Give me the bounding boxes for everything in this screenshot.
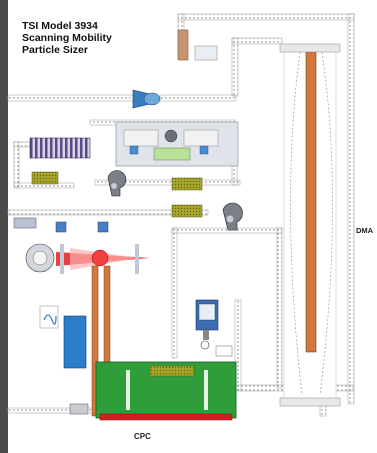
bypass-pipe — [7, 209, 209, 216]
fan-icon — [164, 129, 178, 143]
title-line-2: Scanning Mobility — [22, 32, 112, 44]
filter-left — [31, 171, 59, 185]
title-line-3: Particle Sizer — [22, 44, 88, 56]
saturator-block — [95, 361, 237, 421]
dma-center-rod — [305, 51, 317, 353]
left-border — [0, 0, 8, 453]
dma-right-pipe — [276, 227, 283, 389]
fluid-reservoir — [63, 315, 87, 369]
right-pipe — [347, 13, 355, 405]
cpc-inlet-fitting — [69, 403, 89, 415]
classifier-module — [115, 121, 239, 167]
cpc-right-pipe — [171, 227, 178, 359]
gauge-icon — [200, 340, 210, 350]
dma-bottom-cap — [279, 397, 341, 407]
heater-strip — [99, 413, 233, 421]
diagram-title: TSI Model 3934 Scanning Mobility Particl… — [22, 20, 172, 56]
valve-icon — [222, 202, 243, 231]
title-line-1: TSI Model 3934 — [22, 20, 98, 32]
impactor-out-pipe — [159, 94, 237, 102]
mid-pipe — [94, 179, 241, 186]
sheath-drop — [231, 37, 239, 97]
condenser-tube-left — [91, 265, 99, 417]
top-pipe — [177, 13, 355, 21]
cpc-label: CPC — [134, 432, 151, 441]
dma-column — [279, 43, 341, 407]
impactor-icon — [132, 89, 161, 109]
left-vertical-pipe — [13, 141, 20, 188]
reservoir-inset — [39, 305, 59, 329]
counter-box — [215, 345, 233, 357]
filter-mid — [171, 177, 203, 191]
dma-label: DMA — [356, 226, 374, 235]
filter-lower — [171, 204, 203, 218]
exhaust-pipe — [171, 227, 283, 234]
top-box — [194, 45, 218, 61]
heat-exchanger-manifold — [29, 137, 91, 159]
cpc-optics — [13, 217, 150, 274]
cpc-inlet-pipe — [7, 407, 104, 414]
flowmeter-icon — [195, 299, 219, 340]
monodisperse-pipe — [234, 299, 242, 391]
aerosol-inlet-pipe — [7, 94, 134, 102]
pump-icon — [107, 170, 127, 197]
top-filter — [177, 29, 189, 61]
dma-top-cap — [279, 43, 341, 53]
sheath-inlet-pipe — [231, 37, 283, 45]
